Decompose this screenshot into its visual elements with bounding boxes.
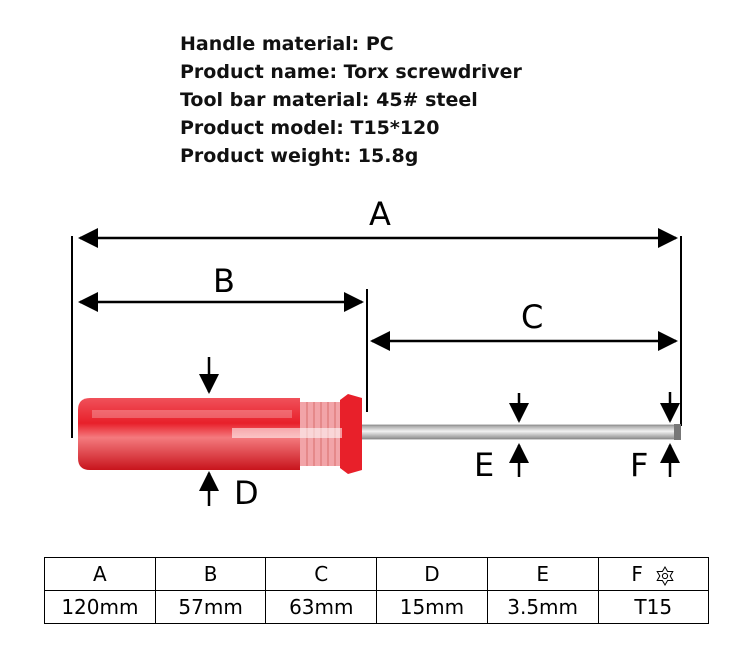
- spec-product-name: Product name: Torx screwdriver: [180, 61, 522, 83]
- dimension-label-f: F: [630, 446, 649, 484]
- spec-tool-bar-material: Tool bar material: 45# steel: [180, 89, 478, 111]
- table-header-e: E: [486, 557, 599, 591]
- table-value-f: T15: [597, 590, 709, 624]
- table-value-e: 3.5mm: [486, 590, 599, 624]
- table-header-f-label: F: [631, 562, 643, 586]
- screwdriver-handle: [78, 398, 300, 470]
- table-header-f: F: [597, 557, 709, 591]
- table-value-a: 120mm: [44, 590, 156, 624]
- spec-handle-material: Handle material: PC: [180, 33, 394, 55]
- table-header-b: B: [154, 557, 267, 591]
- dimension-label-e: E: [474, 446, 495, 484]
- screwdriver-shaft: [359, 424, 679, 440]
- table-header-row: A B C D E F: [44, 557, 709, 591]
- spec-product-weight: Product weight: 15.8g: [180, 145, 419, 167]
- dimension-label-b: B: [213, 262, 235, 300]
- table-header-d: D: [376, 557, 488, 591]
- dimension-table: A B C D E F 120mm 57mm 63mm 15mm 3.5mm T…: [44, 557, 709, 624]
- dimension-label-d: D: [234, 474, 259, 512]
- spec-product-model: Product model: T15*120: [180, 117, 440, 139]
- table-value-b: 57mm: [154, 590, 267, 624]
- table-value-row: 120mm 57mm 63mm 15mm 3.5mm T15: [44, 590, 709, 624]
- table-header-c: C: [265, 557, 378, 591]
- table-header-a: A: [44, 557, 156, 591]
- product-specs: Handle material: PC Product name: Torx s…: [180, 30, 522, 170]
- screwdriver-illustration: [78, 394, 681, 474]
- torx-star-icon: [656, 565, 674, 586]
- table-value-c: 63mm: [265, 590, 378, 624]
- dimension-label-c: C: [521, 298, 544, 336]
- table-value-d: 15mm: [376, 590, 488, 624]
- screwdriver-tip: [674, 424, 681, 440]
- dimension-label-a: A: [369, 195, 391, 233]
